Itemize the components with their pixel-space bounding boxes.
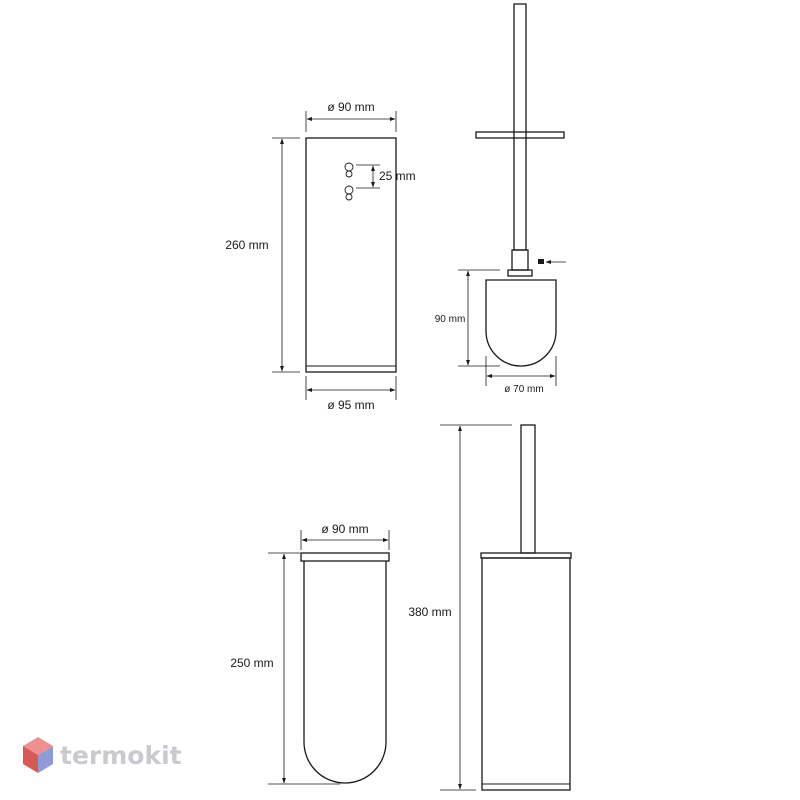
assembled-set-view: 380 mm <box>408 424 572 791</box>
brush-neck <box>507 269 533 277</box>
insert-height-label: 250 mm <box>230 656 273 670</box>
brush-head <box>485 279 557 367</box>
keyhole-icon <box>344 185 354 201</box>
brush-handle <box>513 3 527 251</box>
keyhole-spacing-label: 25 mm <box>379 169 416 183</box>
keyhole-icon <box>344 162 354 178</box>
watermark-brand-text: termokit <box>60 741 182 770</box>
insert-diameter-label: ø 90 mm <box>321 522 368 536</box>
termokit-logo-icon <box>23 737 53 773</box>
insert-cup <box>303 561 387 784</box>
assembled-lid <box>480 552 572 559</box>
holder-body <box>305 137 397 373</box>
total-height-label: 380 mm <box>408 605 451 619</box>
holder-height-label: 260 mm <box>225 238 268 252</box>
insert-cup-view: ø 90 mm 250 mm <box>230 522 390 785</box>
wall-holder-view: ø 90 mm 260 mm ø 95 mm 25 mm <box>225 100 415 412</box>
holder-top-diameter-label: ø 90 mm <box>327 100 374 114</box>
screw-icon <box>538 259 544 264</box>
assembled-body <box>481 557 571 791</box>
brush-collar <box>511 249 529 271</box>
assembled-handle <box>520 424 536 554</box>
termokit-watermark: termokit <box>23 737 182 773</box>
brush-view: 90 mm ø 70 mm <box>435 3 566 395</box>
insert-rim <box>300 552 390 562</box>
holder-bottom-diameter-label: ø 95 mm <box>327 398 374 412</box>
brush-head-height-label: 90 mm <box>435 314 466 325</box>
brush-lid <box>475 131 565 139</box>
brush-head-diameter-label: ø 70 mm <box>504 384 543 395</box>
